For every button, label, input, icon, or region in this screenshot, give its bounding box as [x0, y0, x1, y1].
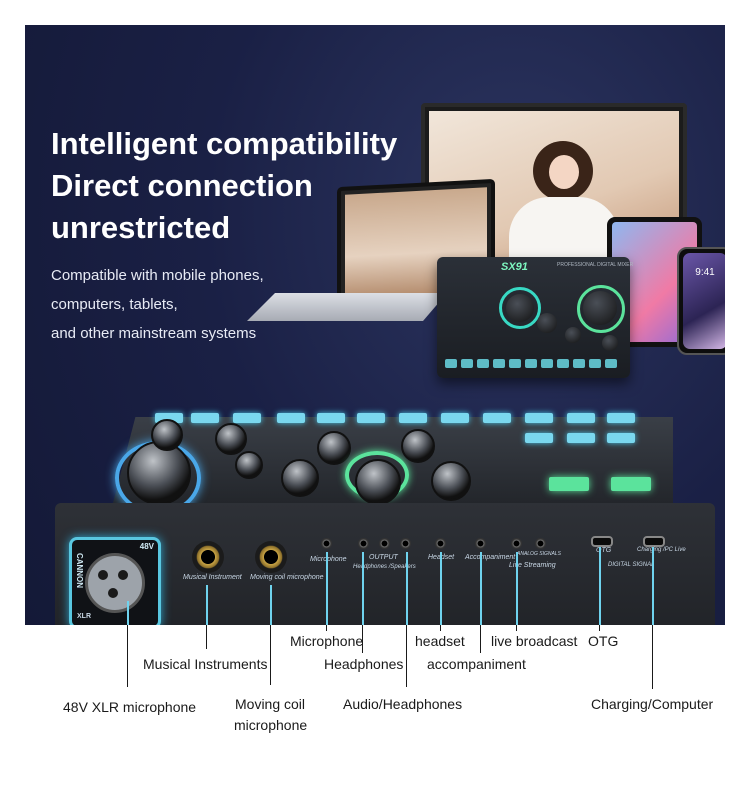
headline: Intelligent compatibility Direct connect… — [51, 123, 397, 249]
callout-moving-coil-line-2: microphone — [234, 717, 308, 733]
product-banner: Intelligent compatibility Direct connect… — [25, 25, 725, 775]
callout-headset: headset — [415, 633, 465, 649]
xlr-sub-label: XLR — [77, 613, 91, 620]
streamer-figure — [533, 141, 593, 201]
live-jack-1 — [511, 538, 522, 549]
output-label: OUTPUT — [369, 554, 398, 561]
charging-port — [643, 536, 665, 547]
phantom-power-label: 48V — [139, 542, 154, 551]
accompaniment-jack-label: Accompaniment — [465, 554, 516, 561]
microphone-jack — [321, 538, 332, 549]
xlr-input: CANNON 48V — [69, 537, 161, 629]
headline-line-3: unrestricted — [51, 210, 231, 245]
callout-area — [25, 625, 725, 775]
small-mixer-brand: SX91 — [501, 261, 528, 273]
callout-headphones: Headphones — [324, 656, 404, 672]
callout-charging-computer: Charging/Computer — [591, 696, 714, 712]
headline-line-2: Direct connection — [51, 168, 313, 203]
callout-otg: OTG — [588, 633, 619, 649]
headphones-speakers-label: Headphones /Speakers — [353, 564, 416, 570]
small-mixer-image: SX91 PROFESSIONAL DIGITAL MIXER — [437, 257, 634, 378]
callout-xlr-microphone: 48V XLR microphone — [63, 699, 197, 715]
moving-coil-jack — [255, 541, 287, 573]
otg-port-label: OTG — [596, 547, 612, 554]
microphone-jack-label: Microphone — [310, 556, 347, 563]
callout-accompaniment: accompaniment — [427, 656, 526, 672]
live-jack-2 — [535, 538, 546, 549]
output-jack-1 — [358, 538, 369, 549]
callout-live-broadcast: live broadcast — [491, 633, 578, 649]
instrument-jack-label: Musical Instrument — [183, 574, 242, 581]
xlr-brand: CANNON — [75, 552, 85, 589]
live-streaming-label: Live Streaming — [509, 562, 556, 569]
analog-signals-label: ANALOG SIGNALS — [517, 551, 561, 557]
callout-musical-instruments: Musical Instruments — [143, 656, 268, 672]
instrument-jack — [192, 541, 224, 573]
subtext-line-1: Compatible with mobile phones, — [51, 267, 264, 284]
callout-microphone: Microphone — [290, 633, 364, 649]
small-mixer-subtitle: PROFESSIONAL DIGITAL MIXER — [557, 262, 634, 268]
moving-coil-jack-label: Moving coil microphone — [250, 574, 324, 581]
phone-time: 9:41 — [695, 267, 715, 278]
headset-jack — [435, 538, 446, 549]
callout-moving-coil-line-1: Moving coil — [235, 696, 306, 712]
compatibility-text: Compatible with mobile phones, computers… — [51, 261, 264, 348]
output-jack-2 — [379, 538, 390, 549]
accompaniment-jack — [475, 538, 486, 549]
phone-image: 9:41 — [677, 247, 725, 355]
subtext-line-3: and other mainstream systems — [51, 325, 257, 342]
subtext-line-2: computers, tablets, — [51, 296, 178, 313]
charging-port-label: Charging /PC Live — [637, 547, 686, 553]
otg-port — [591, 536, 613, 547]
headline-line-1: Intelligent compatibility — [51, 126, 398, 161]
callout-audio-headphones: Audio/Headphones — [343, 696, 463, 712]
laptop-keyboard — [247, 293, 447, 321]
output-jack-3 — [400, 538, 411, 549]
digital-signal-label: DIGITAL SIGNAL — [608, 562, 655, 568]
